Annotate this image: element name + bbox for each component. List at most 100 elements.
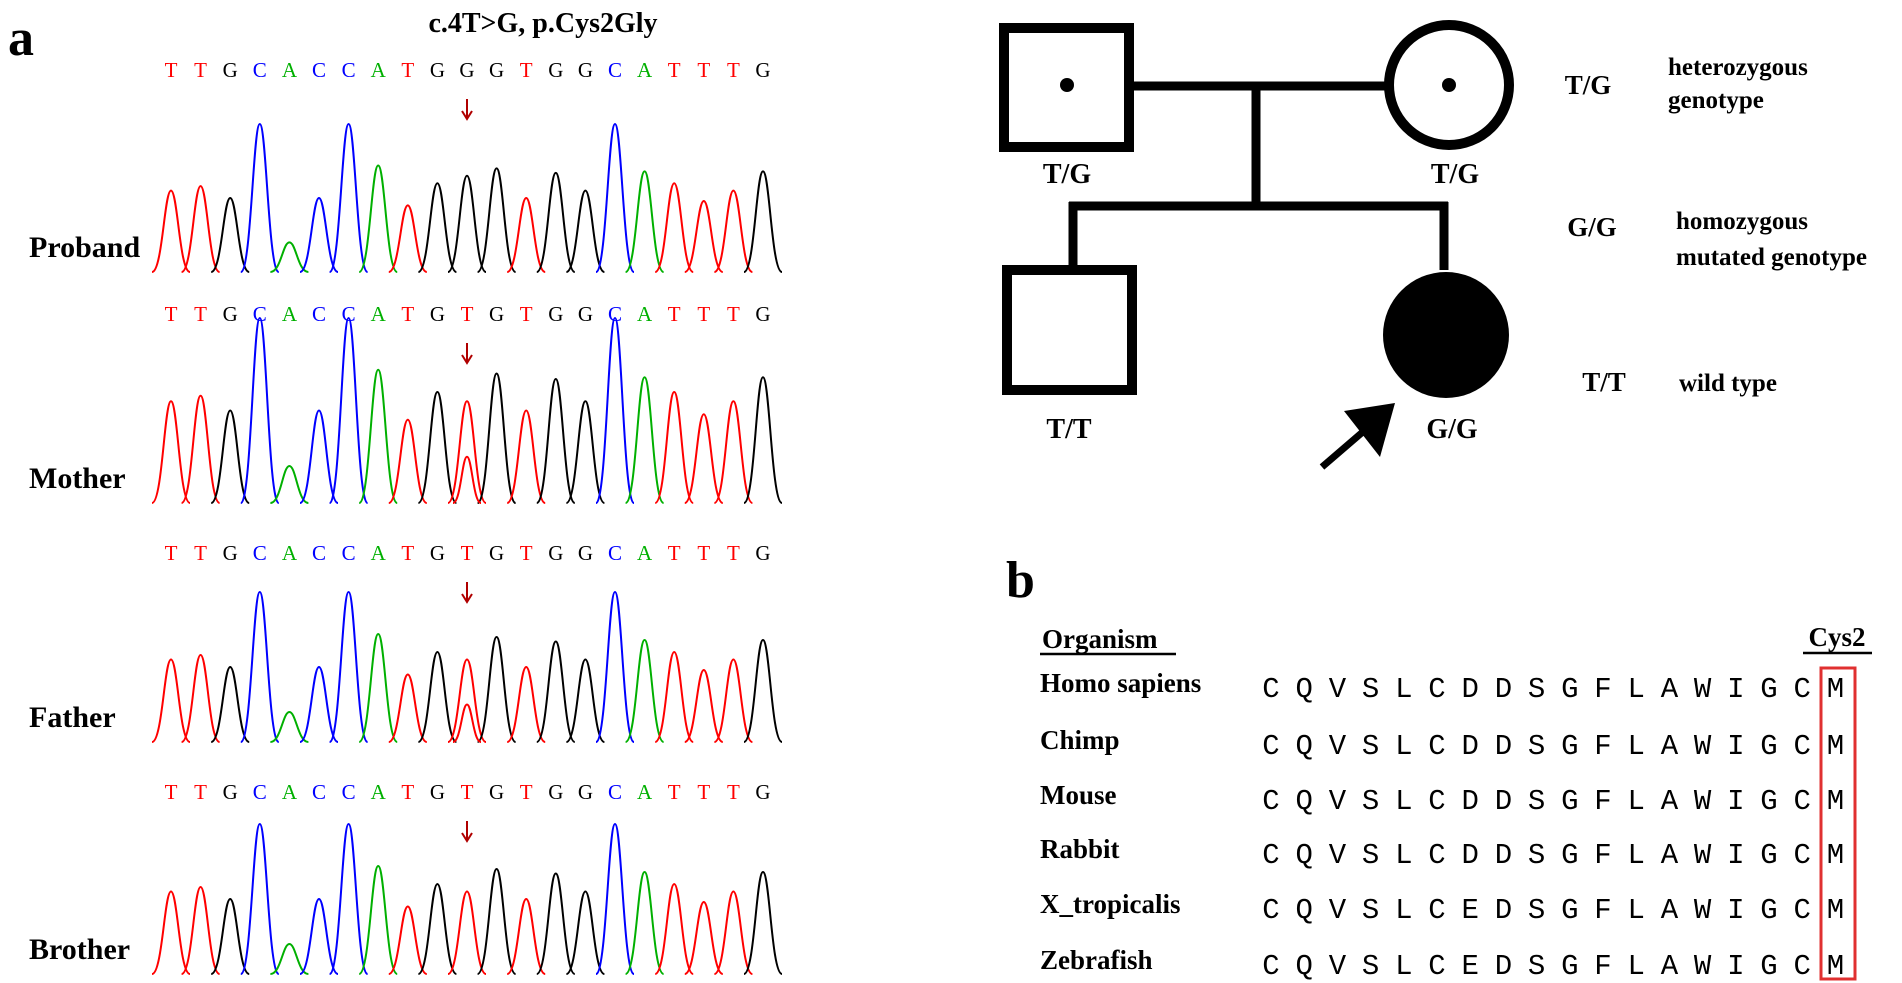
- base-call: T: [165, 541, 178, 565]
- chromatogram-peak: [684, 199, 724, 273]
- residue: I: [1727, 730, 1744, 763]
- base-call: T: [727, 302, 740, 326]
- residue: D: [1461, 839, 1478, 872]
- residue: A: [1661, 894, 1679, 927]
- residue: C: [1428, 673, 1445, 706]
- residue: D: [1461, 730, 1478, 763]
- base-call: T: [194, 302, 207, 326]
- residue: D: [1495, 950, 1512, 983]
- base-call: T: [520, 780, 533, 804]
- legend-code-het: T/G: [1565, 70, 1612, 100]
- residue: C: [1428, 839, 1445, 872]
- residue: A: [1661, 730, 1679, 763]
- residue: S: [1528, 950, 1545, 983]
- residue: L: [1395, 894, 1412, 927]
- legend-text-het-1: heterozygous: [1668, 54, 1808, 81]
- residue: C: [1262, 785, 1279, 818]
- residue: S: [1362, 894, 1379, 927]
- base-call: G: [430, 302, 445, 326]
- chromatogram-peak: [417, 650, 458, 743]
- base-call: C: [608, 58, 622, 82]
- base-call: T: [697, 58, 710, 82]
- residue: A: [1661, 673, 1679, 706]
- chromatogram-peak: [565, 890, 606, 975]
- residue: F: [1594, 785, 1611, 818]
- chromatogram-peak: [299, 409, 339, 504]
- trace-label: Mother: [29, 462, 126, 495]
- chromatogram-peak: [535, 378, 576, 504]
- chromatogram-peak: [565, 658, 606, 743]
- chromatogram-peak: [535, 640, 576, 743]
- residue: S: [1362, 839, 1379, 872]
- chromatogram-peak: [417, 182, 458, 273]
- chromatogram-peak: [328, 822, 369, 975]
- base-call: G: [489, 58, 504, 82]
- genotype-legend: T/G heterozygous genotype G/G homozygous…: [1565, 54, 1867, 397]
- chromatogram-peak: [476, 167, 517, 273]
- residue: S: [1362, 950, 1379, 983]
- residue: D: [1461, 673, 1478, 706]
- chromatogram-peak: [565, 400, 606, 504]
- residue: C: [1793, 730, 1810, 763]
- base-call: G: [578, 780, 593, 804]
- chromatogram-peak: [388, 204, 428, 273]
- residue: C: [1262, 894, 1279, 927]
- chromatogram-peak: [624, 376, 665, 504]
- chromatogram-peak: [654, 882, 695, 975]
- chromatogram-peak: [654, 182, 695, 273]
- base-call: G: [430, 780, 445, 804]
- base-call: C: [342, 780, 356, 804]
- base-call: A: [371, 302, 387, 326]
- base-call: G: [548, 541, 563, 565]
- chromatogram-peak: [239, 590, 280, 743]
- residue: L: [1627, 950, 1644, 983]
- mutation-arrow-head: [461, 354, 473, 365]
- residue: W: [1694, 673, 1712, 706]
- residue: S: [1362, 785, 1379, 818]
- chromatogram-peak: [535, 872, 576, 975]
- residue: Q: [1295, 950, 1312, 983]
- residue: G: [1760, 673, 1777, 706]
- cys2-highlight-box: [1819, 666, 1857, 981]
- base-call: G: [459, 58, 474, 82]
- residue: M: [1827, 730, 1844, 763]
- residue: A: [1661, 785, 1679, 818]
- base-call: G: [489, 780, 504, 804]
- base-call: C: [342, 58, 356, 82]
- base-call: T: [727, 780, 740, 804]
- base-call: C: [312, 302, 326, 326]
- secondary-peak: [452, 703, 482, 743]
- base-call: T: [520, 58, 533, 82]
- base-call: T: [668, 780, 681, 804]
- residue: Q: [1295, 730, 1312, 763]
- residue: C: [1262, 730, 1279, 763]
- residue: E: [1461, 894, 1478, 927]
- base-call: A: [371, 58, 387, 82]
- base-call: C: [253, 302, 267, 326]
- residue: S: [1528, 730, 1545, 763]
- chromatogram-peak: [210, 897, 250, 975]
- residue: Q: [1295, 894, 1312, 927]
- organism-name: Homo sapiens: [1040, 668, 1201, 698]
- base-call: C: [608, 302, 622, 326]
- base-call: T: [165, 302, 178, 326]
- residue: D: [1495, 673, 1512, 706]
- base-call: T: [697, 541, 710, 565]
- residue: G: [1760, 894, 1777, 927]
- residue: G: [1561, 839, 1578, 872]
- chromatogram-peak: [180, 885, 221, 975]
- residue: W: [1694, 839, 1712, 872]
- residue: D: [1495, 785, 1512, 818]
- base-call: G: [578, 541, 593, 565]
- base-call: C: [608, 780, 622, 804]
- chromatogram-peak: [447, 890, 487, 975]
- base-call: T: [401, 780, 414, 804]
- residue: L: [1395, 950, 1412, 983]
- chromatogram-peak: [595, 590, 635, 743]
